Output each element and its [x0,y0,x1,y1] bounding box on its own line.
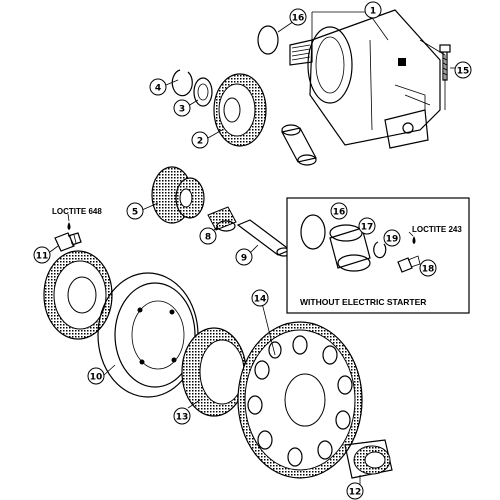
svg-text:12: 12 [349,488,362,498]
callout-16-top: 16 [289,8,307,26]
svg-text:14: 14 [254,295,267,305]
cap-17 [329,224,371,272]
circlip-4 [171,69,193,97]
screw-11 [54,232,82,252]
loctite-648-label: LOCTITE 648 [52,207,102,216]
needle-bearing-8 [207,206,237,232]
gear-5 [151,166,205,224]
callout-11: 11 [33,246,51,264]
callout-18: 18 [419,259,437,277]
svg-text:1: 1 [370,7,376,17]
callout-1: 1 [364,1,382,19]
callout-10: 10 [87,367,105,385]
loctite-drop-left [67,222,71,230]
screw-18 [397,255,421,273]
callout-14: 14 [251,289,269,307]
freewheel-13 [181,327,247,417]
inset-caption: WITHOUT ELECTRIC STARTER [300,297,426,307]
gear-2 [213,73,267,147]
callout-2: 2 [191,131,209,149]
gear-starter-left [43,250,113,340]
callout-3: 3 [173,99,191,117]
washer-3 [193,77,213,107]
callout-5: 5 [126,202,144,220]
callout-9: 9 [235,248,253,266]
svg-text:13: 13 [176,413,189,423]
loctite-drop-right [412,236,416,244]
callout-13: 13 [173,407,191,425]
callout-8: 8 [199,227,217,245]
needle-bearing-12 [344,439,393,479]
svg-text:5: 5 [132,208,138,218]
loctite-243-label: LOCTITE 243 [412,225,462,234]
svg-text:3: 3 [179,105,185,115]
callout-16-inset: 16 [330,202,348,220]
callout-17: 17 [358,217,376,235]
callout-15: 15 [454,61,472,79]
bushing [281,124,317,166]
svg-text:2: 2 [197,137,203,147]
svg-text:4: 4 [155,84,161,94]
svg-text:11: 11 [36,252,49,262]
o-ring-top [257,25,279,55]
bolt-15 [439,44,451,81]
svg-text:18: 18 [422,265,435,275]
callout-12: 12 [346,482,364,500]
svg-text:8: 8 [205,233,211,243]
circlip-19 [373,241,387,259]
svg-text:15: 15 [457,67,470,77]
inset-without-electric-starter [286,197,470,314]
svg-text:9: 9 [241,254,247,264]
starter-motor [289,9,446,149]
svg-text:16: 16 [333,208,346,218]
svg-text:19: 19 [386,235,399,245]
callout-19: 19 [383,229,401,247]
svg-text:16: 16 [292,14,305,24]
callout-4: 4 [149,78,167,96]
ring-gear-14 [237,321,363,479]
svg-text:17: 17 [361,223,374,233]
svg-text:10: 10 [90,373,103,383]
